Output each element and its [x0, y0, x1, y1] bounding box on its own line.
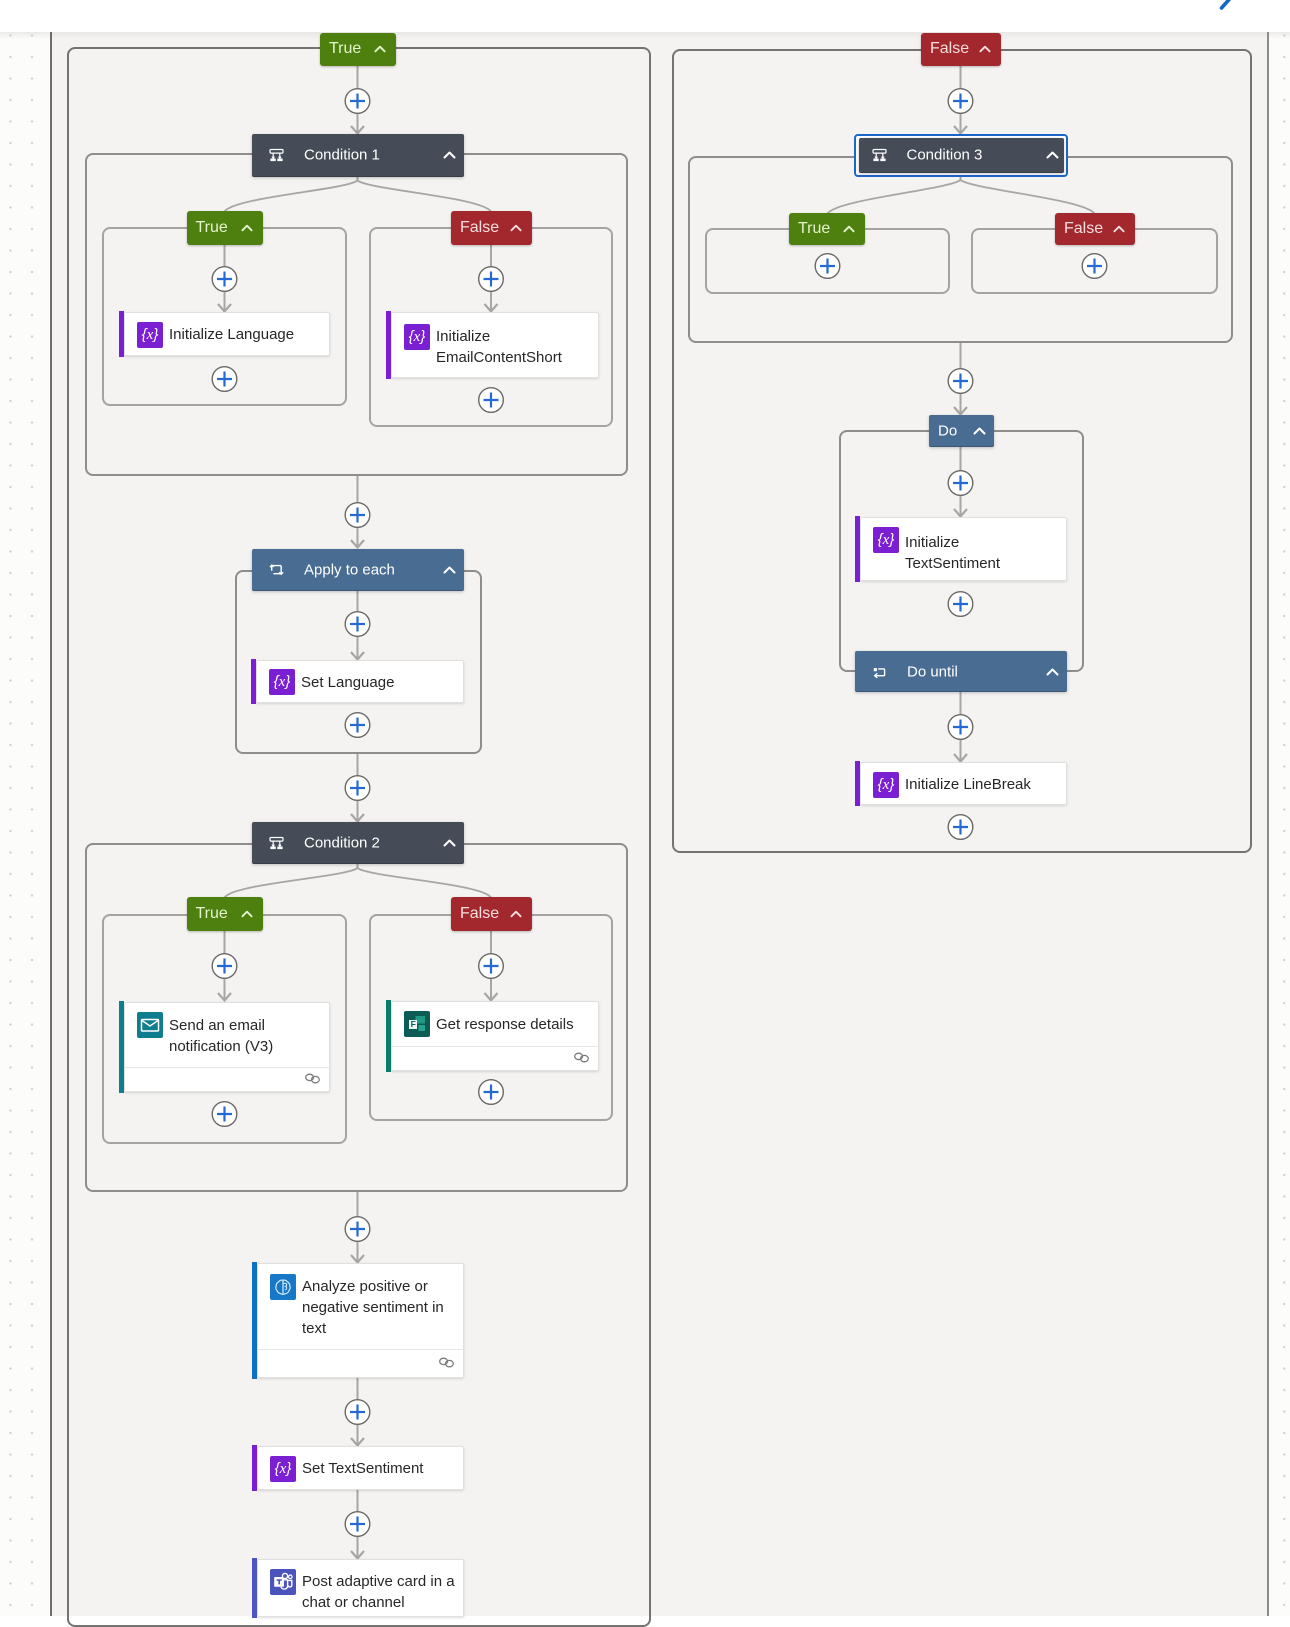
- svg-text:F: F: [411, 1019, 416, 1029]
